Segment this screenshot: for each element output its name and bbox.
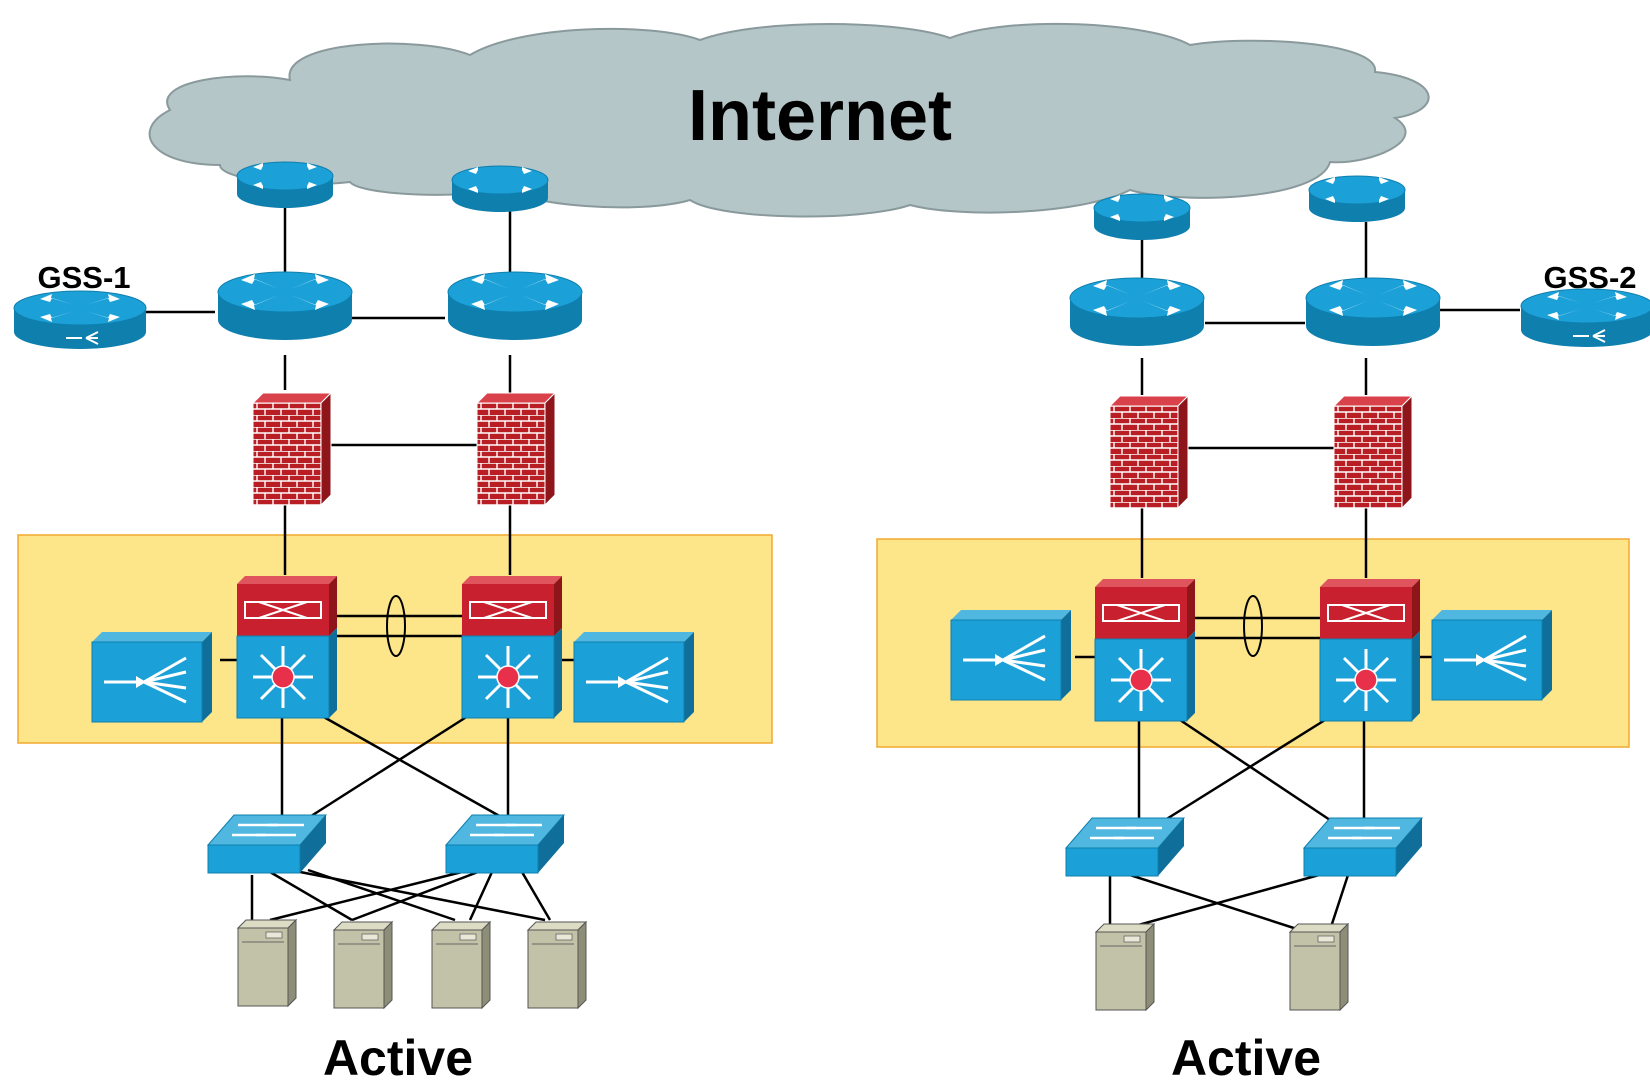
content-switch-icon[interactable] bbox=[1430, 608, 1554, 702]
core-router-icon[interactable] bbox=[1069, 277, 1205, 347]
gss-appliance-icon[interactable] bbox=[1520, 288, 1650, 348]
internet-label: Internet bbox=[688, 76, 952, 156]
port-channel-marker bbox=[386, 595, 406, 657]
workgroup-switch-icon[interactable] bbox=[1302, 816, 1424, 878]
site-right-status-label: Active bbox=[1171, 1030, 1321, 1080]
server-icon[interactable] bbox=[1289, 923, 1349, 1011]
workgroup-switch-icon[interactable] bbox=[206, 813, 328, 875]
gss-2-label: GSS-2 bbox=[1543, 260, 1636, 295]
links-right bbox=[1075, 222, 1520, 932]
content-switch-icon[interactable] bbox=[90, 630, 214, 724]
server-icon[interactable] bbox=[1095, 923, 1155, 1011]
port-channel-marker bbox=[1243, 595, 1263, 657]
content-switch-icon[interactable] bbox=[949, 608, 1073, 702]
edge-router-icon[interactable] bbox=[1093, 193, 1191, 241]
core-router-icon[interactable] bbox=[447, 271, 583, 341]
firewall-icon[interactable] bbox=[1109, 395, 1189, 509]
content-switch-icon[interactable] bbox=[572, 630, 696, 724]
workgroup-switch-icon[interactable] bbox=[1064, 816, 1186, 878]
firewall-icon[interactable] bbox=[1333, 395, 1413, 509]
edge-router-icon[interactable] bbox=[451, 165, 549, 213]
server-icon[interactable] bbox=[237, 919, 297, 1007]
server-icon[interactable] bbox=[333, 921, 393, 1009]
gss-appliance-icon[interactable] bbox=[13, 290, 147, 350]
multilayer-switch-icon[interactable] bbox=[460, 574, 564, 720]
site-left: GSS-1 Active bbox=[13, 161, 773, 1080]
multilayer-switch-icon[interactable] bbox=[1318, 577, 1422, 723]
site-left-status-label: Active bbox=[323, 1030, 473, 1080]
links-left bbox=[145, 206, 574, 922]
firewall-icon[interactable] bbox=[252, 392, 332, 506]
edge-router-icon[interactable] bbox=[1308, 175, 1406, 223]
multilayer-switch-icon[interactable] bbox=[235, 574, 339, 720]
server-icon[interactable] bbox=[431, 921, 491, 1009]
server-icon[interactable] bbox=[527, 921, 587, 1009]
workgroup-switch-icon[interactable] bbox=[444, 813, 566, 875]
site-right: GSS-2 Active bbox=[876, 175, 1650, 1080]
internet-cloud: Internet bbox=[148, 22, 1430, 218]
multilayer-switch-icon[interactable] bbox=[1093, 577, 1197, 723]
core-router-icon[interactable] bbox=[1305, 277, 1441, 347]
core-router-icon[interactable] bbox=[217, 271, 353, 341]
gss-1-label: GSS-1 bbox=[37, 260, 130, 295]
firewall-icon[interactable] bbox=[476, 392, 556, 506]
edge-router-icon[interactable] bbox=[236, 161, 334, 209]
